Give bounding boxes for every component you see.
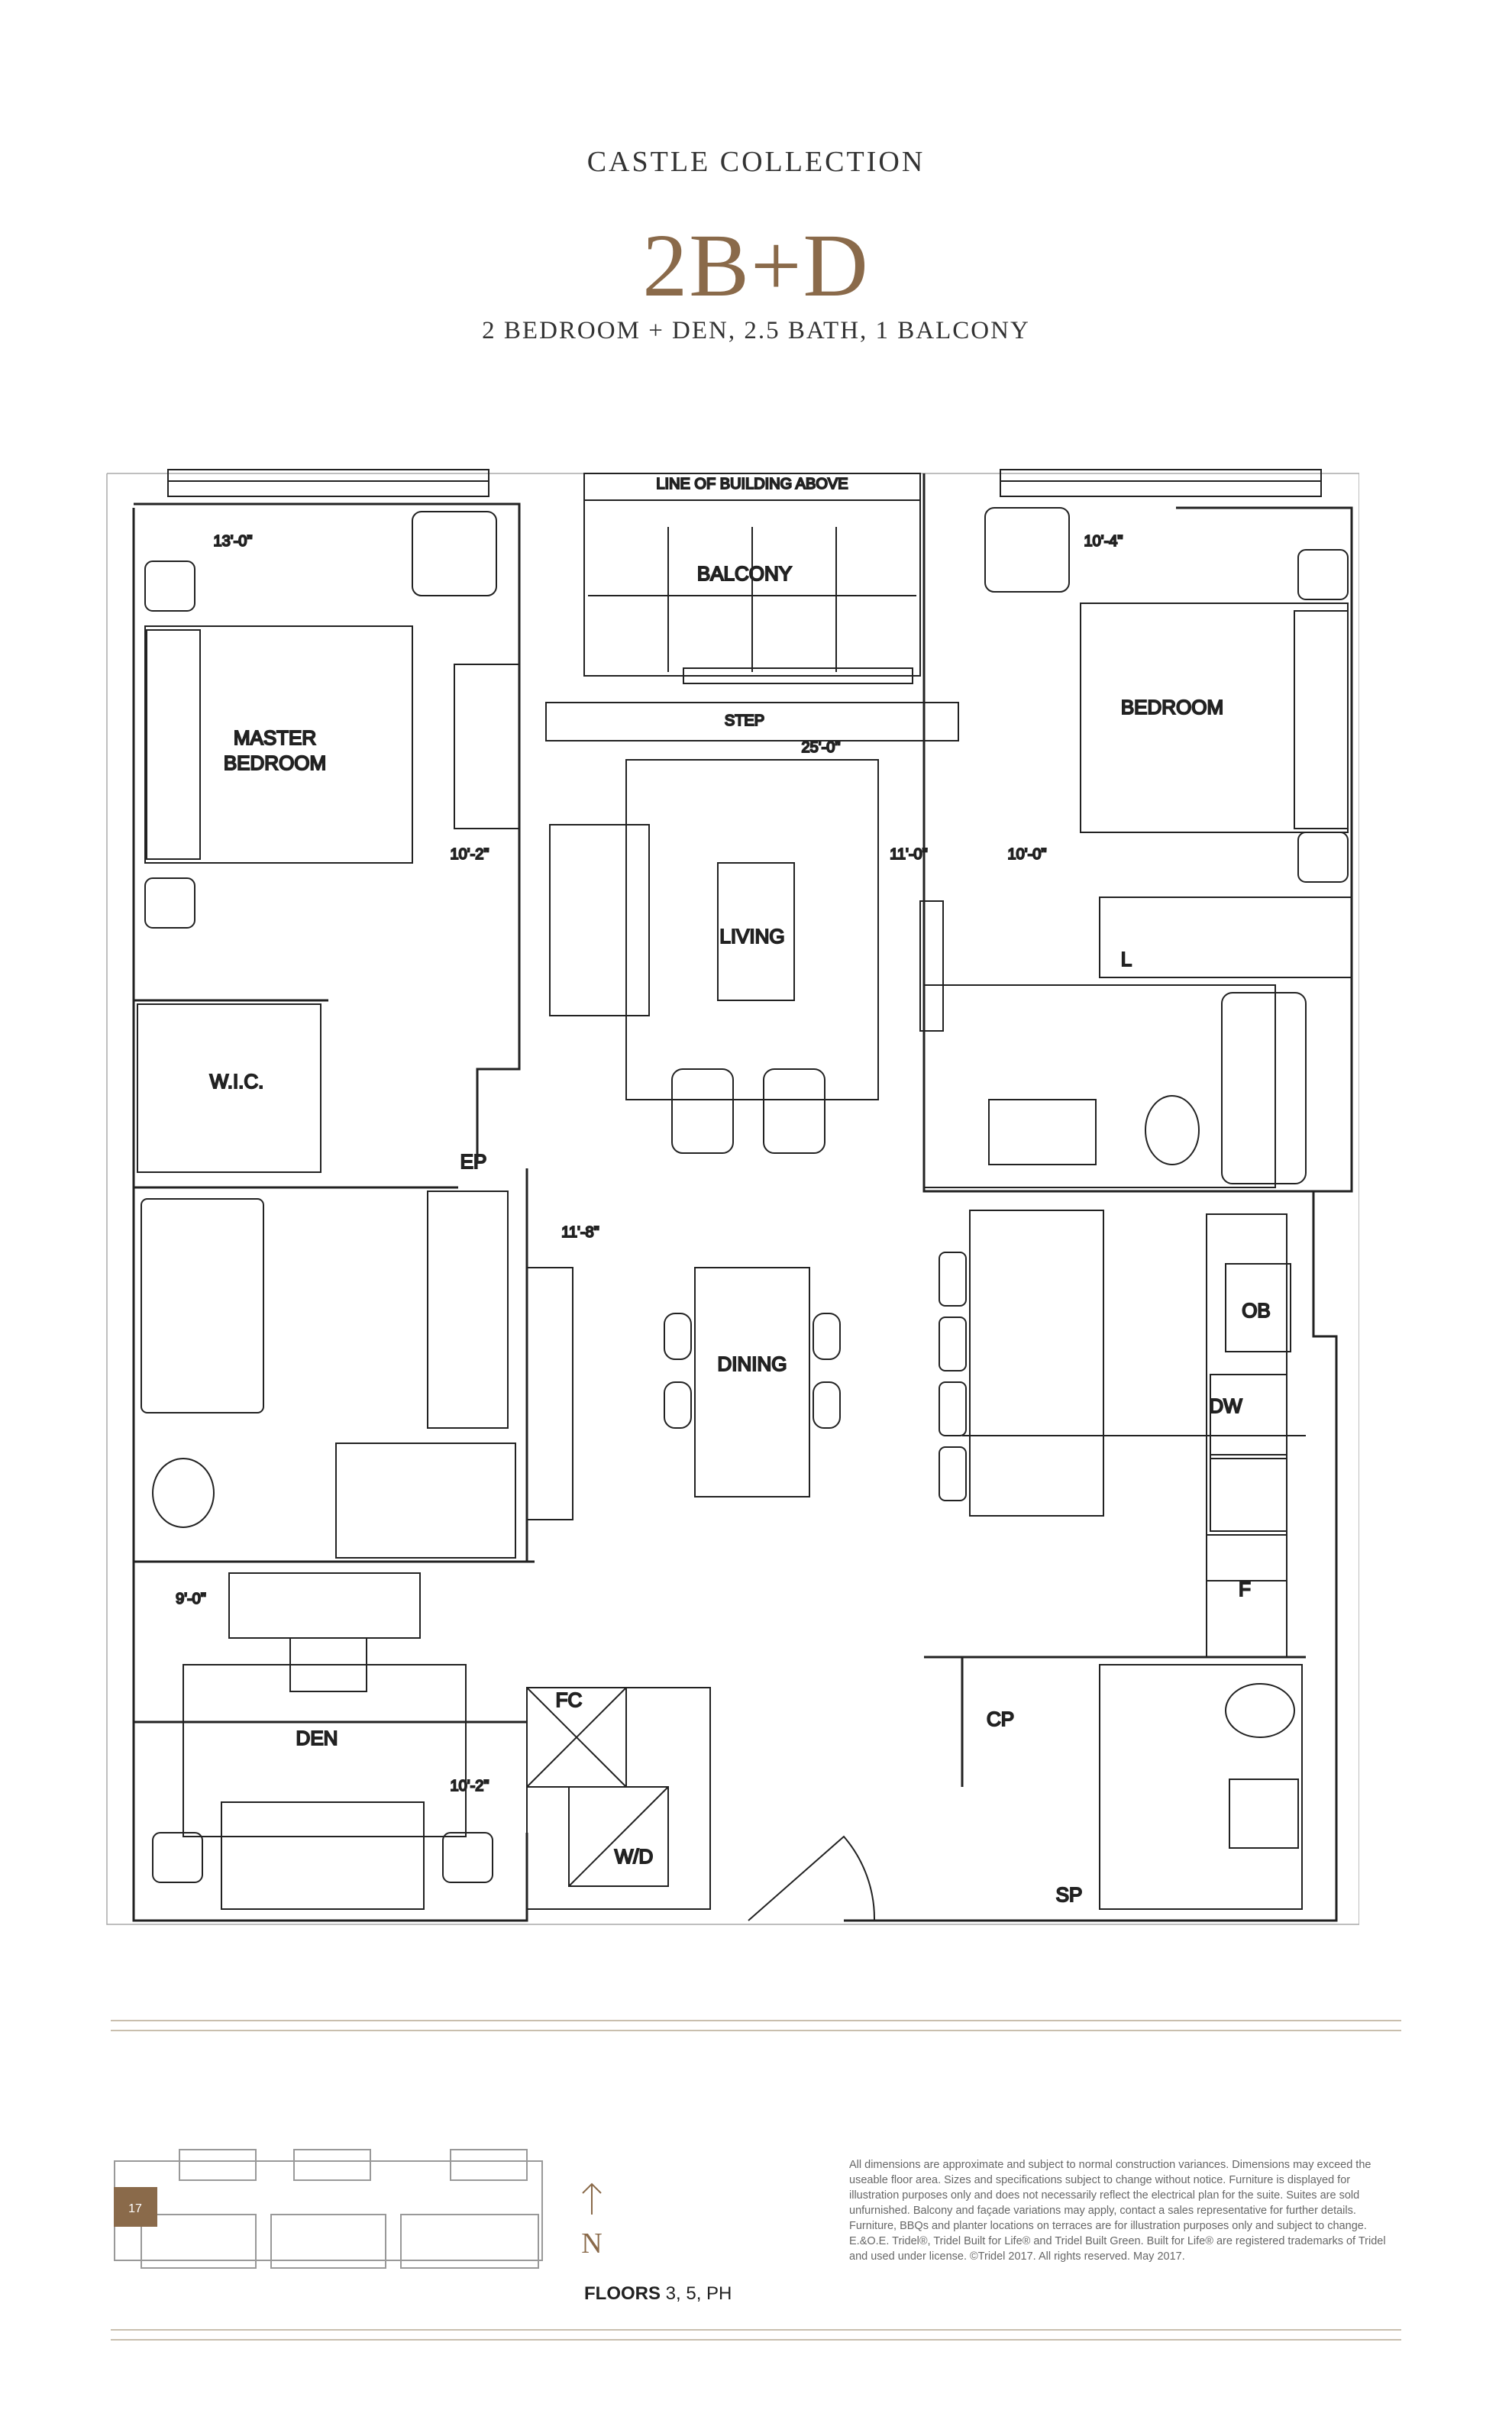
laundry-closets <box>526 1687 711 1910</box>
bedroom-furniture <box>984 507 1352 978</box>
dim-bedroom-width: 10'-4" <box>1084 533 1123 550</box>
dining-furniture <box>526 1267 841 1520</box>
disclaimer-text: All dimensions are approximate and subje… <box>849 2159 1386 2263</box>
label-ep: EP <box>460 1150 487 1173</box>
divider-rule-top-2 <box>111 2030 1401 2031</box>
label-living: LIVING <box>719 925 784 948</box>
keyplan-unit-highlight <box>114 2187 157 2227</box>
divider-rule-top <box>111 2020 1401 2021</box>
floors-info: FLOORS 3, 5, PH <box>584 2283 732 2305</box>
label-l: L <box>1121 948 1132 971</box>
label-master-1: MASTER <box>234 726 316 749</box>
windows <box>167 469 1322 497</box>
north-label: N <box>581 2228 602 2257</box>
interior-walls <box>134 473 1313 1787</box>
den-furniture <box>152 1572 493 1910</box>
master-ensuite <box>141 1191 516 1559</box>
unit-summary: 2 BEDROOM + DEN, 2.5 BATH, 1 BALCONY <box>482 317 1030 344</box>
entry-door <box>748 1835 876 1921</box>
divider-rule-bottom-2 <box>111 2339 1401 2341</box>
label-balcony: BALCONY <box>697 562 792 585</box>
collection-title: CASTLE COLLECTION <box>586 146 926 178</box>
divider-rule-bottom <box>111 2329 1401 2331</box>
floors-value: 3, 5, PH <box>665 2283 732 2304</box>
label-fc: FC <box>556 1688 583 1711</box>
floor-plan: MASTER BEDROOM LINE OF BUILDING ABOVE BA… <box>106 469 1359 1925</box>
label-wic: W.I.C. <box>210 1070 264 1093</box>
floors-label: FLOORS <box>584 2283 661 2304</box>
label-wd: W/D <box>615 1845 654 1868</box>
kitchen <box>939 1210 1291 1658</box>
unit-code: 2B+D <box>642 215 870 315</box>
dim-living-depth: 11'-0" <box>890 846 927 863</box>
dim-bedroom-depth: 10'-0" <box>1008 846 1047 863</box>
dim-den-depth: 10'-2" <box>451 1778 489 1795</box>
label-line-of-building: LINE OF BUILDING ABOVE <box>656 476 848 493</box>
label-step: STEP <box>725 712 764 729</box>
dim-living-width: 25'-0" <box>802 739 841 756</box>
key-plan: 17 <box>114 2149 543 2269</box>
label-dining: DINING <box>718 1352 787 1375</box>
dim-dining-depth: 11'-8" <box>561 1224 599 1241</box>
label-sp: SP <box>1056 1883 1083 1906</box>
dim-master-width: 13'-0" <box>214 533 253 550</box>
dim-master-depth: 10'-2" <box>451 846 489 863</box>
label-f: F <box>1239 1578 1251 1601</box>
label-dw: DW <box>1209 1394 1242 1417</box>
balcony-area <box>545 473 959 741</box>
powder-room <box>1099 1664 1303 1910</box>
label-bedroom: BEDROOM <box>1121 696 1223 719</box>
bedroom-ensuite <box>923 984 1307 1188</box>
label-cp: CP <box>987 1707 1014 1730</box>
exterior-walls <box>106 473 1359 1925</box>
dim-den-width: 9'-0" <box>176 1591 206 1607</box>
north-arrow-icon: N <box>581 2182 603 2257</box>
label-den: DEN <box>296 1727 338 1749</box>
wic-area <box>137 1003 321 1173</box>
living-furniture <box>549 759 944 1154</box>
master-bedroom-furniture <box>144 511 520 929</box>
label-ob: OB <box>1242 1299 1271 1322</box>
keyplan-unit-label: 17 <box>128 2202 142 2215</box>
label-master-2: BEDROOM <box>224 751 326 774</box>
